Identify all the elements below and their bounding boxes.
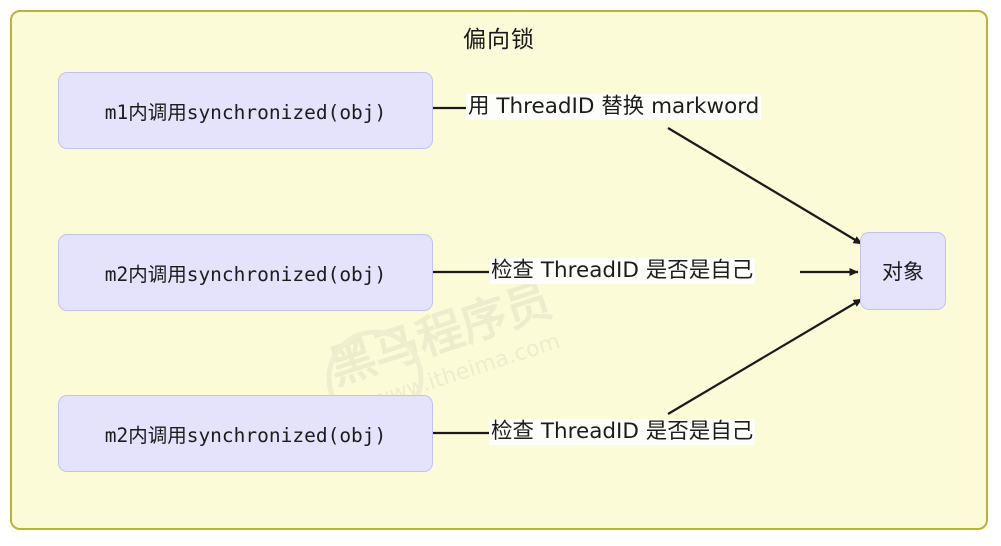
edge-label-check-threadid-2: 检查 ThreadID 是否是自己 — [489, 419, 756, 445]
node-m2a[interactable]: m2内调用synchronized(obj) — [58, 234, 433, 311]
node-m2b[interactable]: m2内调用synchronized(obj) — [58, 395, 433, 472]
edge-label-check-threadid-1: 检查 ThreadID 是否是自己 — [489, 258, 756, 284]
diagram-title: 偏向锁 — [463, 27, 535, 53]
node-m1[interactable]: m1内调用synchronized(obj) — [58, 72, 433, 149]
node-object[interactable]: 对象 — [860, 232, 946, 310]
edge-label-replace-markword: 用 ThreadID 替换 markword — [466, 94, 762, 120]
